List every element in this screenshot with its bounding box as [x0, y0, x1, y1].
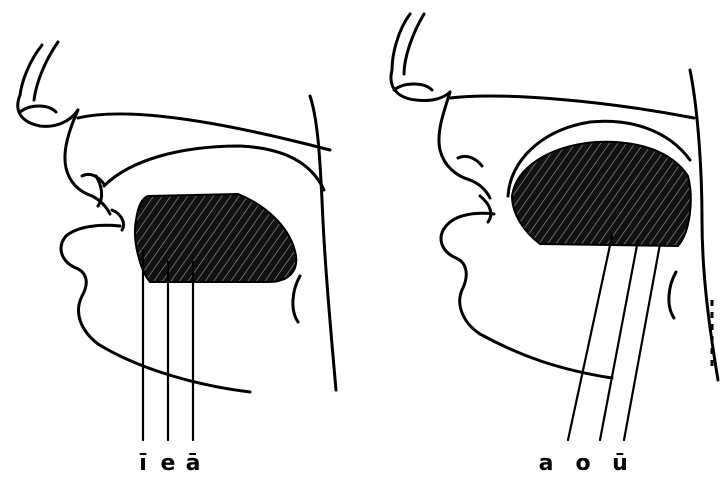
- tongue-shaded-front: [135, 194, 296, 282]
- vowel-label-o: o: [568, 452, 598, 476]
- vowel-label-u-long: ū: [605, 452, 635, 476]
- vowel-label-a: a: [531, 452, 561, 476]
- vowel-label-a-long: ā: [178, 452, 208, 476]
- pointer-lines-back: [568, 236, 660, 440]
- tongue-shaded-back: [512, 142, 691, 246]
